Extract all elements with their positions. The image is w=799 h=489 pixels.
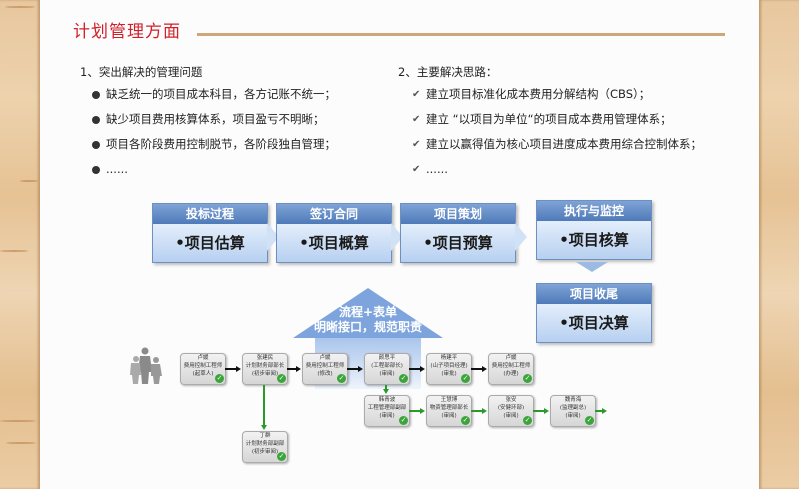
connector-line <box>287 368 297 370</box>
arrow-down-icon <box>576 262 608 272</box>
phase-head: 项目策划 <box>401 204 515 224</box>
problem-item: 项目各阶段费用控制脱节，各阶段独自管理； <box>80 132 336 157</box>
phase-head: 签订合同 <box>277 204 391 224</box>
house-roof-shape <box>293 288 443 338</box>
phase-box-contract: 签订合同 •项目概算 <box>276 203 392 263</box>
connector-line <box>347 368 359 370</box>
phase-head: 项目收尾 <box>537 284 651 304</box>
connector-line <box>471 368 483 370</box>
problem-item: ...... <box>80 157 336 182</box>
connector-line <box>225 368 237 370</box>
checkmark-icon: ✔ <box>412 164 421 175</box>
approved-check-icon: ✓ <box>399 374 408 383</box>
arrowhead-icon <box>602 408 607 414</box>
phase-box-bidding: 投标过程 •项目估算 <box>152 203 268 263</box>
approved-check-icon: ✓ <box>277 452 286 461</box>
checkmark-icon: ✔ <box>412 139 421 150</box>
phase-box-closing: 项目收尾 •项目决算 <box>536 283 652 343</box>
approved-check-icon: ✓ <box>523 374 532 383</box>
arrowhead-icon <box>383 389 389 394</box>
connector-line <box>409 368 421 370</box>
approved-check-icon: ✓ <box>337 374 346 383</box>
wood-border-right <box>759 0 799 489</box>
arrowhead-icon <box>544 408 549 414</box>
bullet-icon <box>92 115 100 124</box>
connector-line <box>385 385 387 389</box>
connector-line <box>595 410 603 412</box>
bullet-icon <box>92 165 100 174</box>
people-icon <box>130 347 162 384</box>
problem-item: 缺乏统一的项目成本科目，各方记账不统一； <box>80 82 336 107</box>
arrowhead-icon <box>482 366 487 372</box>
connector-line <box>409 410 421 412</box>
workflow-node: 卢媛 费用控制工程师 (办理) ✓ <box>488 353 534 385</box>
approved-check-icon: ✓ <box>461 374 470 383</box>
workflow-node: 卢媛 费用控制工程师 (起草人) ✓ <box>180 353 226 385</box>
arrowhead-icon <box>261 425 267 430</box>
house-label: 流程+表单 明晰接口，规范职责 <box>313 305 422 334</box>
workflow-node: 卢媛 费用控制工程师 (修改) ✓ <box>302 353 348 385</box>
solution-item: ✔建立 “以项目为单位“的项目成本费用管理体系； <box>398 107 702 132</box>
arrowhead-icon <box>358 366 363 372</box>
phase-box-execution: 执行与监控 •项目核算 <box>536 200 652 260</box>
workflow-node: 张建民 计划财务部部长 (初步审阅) ✓ <box>242 353 288 385</box>
arrow-right-icon <box>515 223 527 251</box>
problems-heading: 1、突出解决的管理问题 <box>80 65 203 79</box>
solution-item: ✔建立以赢得值为核心项目进度成本费用综合控制体系； <box>398 132 702 157</box>
phase-head: 投标过程 <box>153 204 267 224</box>
phase-body: •项目决算 <box>537 304 651 342</box>
connector-line <box>263 385 265 425</box>
approved-check-icon: ✓ <box>399 416 408 425</box>
approved-check-icon: ✓ <box>523 416 532 425</box>
solution-item: ✔...... <box>398 157 702 182</box>
arrowhead-icon <box>420 408 425 414</box>
approved-check-icon: ✓ <box>585 416 594 425</box>
bullet-icon <box>92 90 100 99</box>
problems-section: 1、突出解决的管理问题 缺乏统一的项目成本科目，各方记账不统一； 缺少项目费用核… <box>80 62 336 182</box>
approved-check-icon: ✓ <box>215 374 224 383</box>
bullet-icon <box>92 140 100 149</box>
connector-line <box>471 410 483 412</box>
solutions-heading: 2、主要解决思路： <box>398 65 498 79</box>
phase-body: •项目预算 <box>401 224 515 262</box>
connector-line <box>533 410 545 412</box>
phase-head: 执行与监控 <box>537 201 651 221</box>
workflow-node: 丁群 计划财务部副部 (初步审阅) ✓ <box>242 431 288 463</box>
page-title: 计划管理方面 <box>73 22 181 42</box>
workflow-node: 杨建平 (山子项目经理) (审批) ✓ <box>426 353 472 385</box>
workflow-node: 韩青波 工程管理部副部 (审阅) ✓ <box>364 395 410 427</box>
workflow-node: 张安 (安健环部) (审阅) ✓ <box>488 395 534 427</box>
workflow-node: 颜思平 (工程部部长) (审阅) ✓ <box>364 353 410 385</box>
workflow-node: 魏青海 (监理副总) (审阅) ✓ <box>550 395 596 427</box>
workflow-node: 王慧博 物资管理部部长 (审阅) ✓ <box>426 395 472 427</box>
arrowhead-icon <box>296 366 301 372</box>
phase-box-planning: 项目策划 •项目预算 <box>400 203 516 263</box>
phase-body: •项目核算 <box>537 221 651 259</box>
arrowhead-icon <box>236 366 241 372</box>
checkmark-icon: ✔ <box>412 114 421 125</box>
problem-item: 缺少项目费用核算体系，项目盈亏不明晰； <box>80 107 336 132</box>
solutions-section: 2、主要解决思路： ✔建立项目标准化成本费用分解结构（CBS）； ✔建立 “以项… <box>398 62 702 182</box>
approved-check-icon: ✓ <box>277 374 286 383</box>
wood-border-left <box>0 0 40 489</box>
title-divider <box>197 33 725 36</box>
solution-item: ✔建立项目标准化成本费用分解结构（CBS）； <box>398 82 702 107</box>
arrowhead-icon <box>482 408 487 414</box>
checkmark-icon: ✔ <box>412 89 421 100</box>
phase-body: •项目概算 <box>277 224 391 262</box>
approved-check-icon: ✓ <box>461 416 470 425</box>
arrowhead-icon <box>420 366 425 372</box>
phase-body: •项目估算 <box>153 224 267 262</box>
